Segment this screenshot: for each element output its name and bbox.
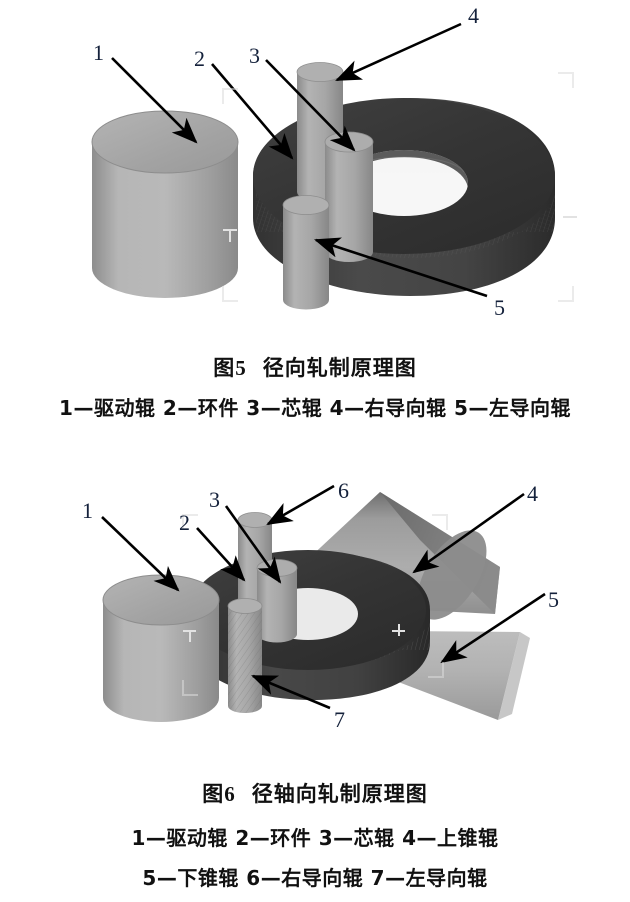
figure-5-leader-lines xyxy=(111,22,488,298)
viewport-corner-mark xyxy=(432,514,448,530)
callout-6-figure-6: 6 xyxy=(338,478,349,503)
leader-2-f5 xyxy=(211,63,294,160)
callout-2-figure-6: 2 xyxy=(179,510,190,535)
callout-4-figure-6: 4 xyxy=(527,481,538,506)
figure-5-caption-prefix: 图 xyxy=(213,356,236,380)
figure-6-leader-lines xyxy=(101,484,546,710)
leader-5-f5 xyxy=(314,237,488,298)
left-guide-roll-f5 xyxy=(282,195,330,310)
leader-1-f6 xyxy=(101,516,180,592)
figure-6-caption-legend-line-1: 1—驱动辊 2—环件 3—芯辊 4—上锥辊 xyxy=(131,826,499,850)
viewport-corner-mark xyxy=(558,286,574,302)
leader-6-f6 xyxy=(266,484,335,526)
viewport-tick xyxy=(398,624,400,636)
figure-6-caption-legend-line-2: 5—下锥辊 6—右导向辊 7—左导向辊 xyxy=(142,866,488,890)
driving-roll-f5 xyxy=(91,110,239,298)
leader-2-f6 xyxy=(196,527,246,582)
callout-3-figure-6: 3 xyxy=(209,487,220,512)
figure-6-caption-prefix: 图 xyxy=(202,782,225,806)
viewport-corner-mark xyxy=(182,680,198,696)
figure-5-stage xyxy=(0,0,630,345)
leader-4-f6 xyxy=(412,492,525,574)
viewport-tick xyxy=(563,216,577,218)
figure-6-drawing xyxy=(101,484,546,722)
callout-3-figure-5: 3 xyxy=(249,43,260,68)
leader-4-f5 xyxy=(335,22,462,82)
callout-5-figure-6: 5 xyxy=(548,587,559,612)
figure-6-illustration: 1 2 3 6 4 5 7 xyxy=(0,462,630,757)
figure-5-caption-text: 径向轧制原理图 xyxy=(262,356,417,380)
leader-7-f6 xyxy=(251,674,331,710)
callout-1-figure-6: 1 xyxy=(82,498,93,523)
viewport-tick xyxy=(189,630,191,642)
callout-1-figure-5: 1 xyxy=(93,40,104,65)
callout-7-figure-6: 7 xyxy=(334,707,345,732)
figure-5-caption-legend: 1—驱动辊 2—环件 3—芯辊 4—右导向辊 5—左导向辊 xyxy=(59,396,571,420)
leader-3-f6 xyxy=(224,505,282,584)
leader-3-f5 xyxy=(265,59,356,152)
viewport-tick xyxy=(229,229,231,242)
figure-5-caption-title: 图5 径向轧制原理图 xyxy=(0,352,630,382)
viewport-corner-mark xyxy=(428,662,444,678)
figure-6-caption-text: 径轴向轧制原理图 xyxy=(251,782,428,806)
viewport-corner-mark xyxy=(222,88,238,104)
callout-2-figure-5: 2 xyxy=(194,46,205,71)
figure-6-caption-number: 6 xyxy=(224,782,236,806)
figure-6-caption-title: 图6 径轴向轧制原理图 xyxy=(0,778,630,808)
callout-4-figure-5: 4 xyxy=(468,3,479,28)
leader-1-f5 xyxy=(111,57,198,144)
ring-workpiece-f6 xyxy=(190,550,430,700)
figure-5-caption-number: 5 xyxy=(235,356,247,380)
callout-5-figure-5: 5 xyxy=(494,295,505,320)
viewport-corner-mark xyxy=(222,286,238,302)
viewport-corner-mark xyxy=(558,72,574,88)
leader-5-f6 xyxy=(440,592,546,664)
mandrel-roll-f6 xyxy=(256,559,298,643)
left-guide-roll-f6 xyxy=(227,598,263,713)
viewport-corner-mark xyxy=(182,514,198,530)
figure-5-illustration: 1 2 3 4 5 xyxy=(0,0,630,345)
figure-6-stage xyxy=(0,462,630,757)
driving-roll-f6 xyxy=(102,574,220,722)
mandrel-roll-f5 xyxy=(324,131,374,262)
figure-5-drawing xyxy=(91,22,555,310)
